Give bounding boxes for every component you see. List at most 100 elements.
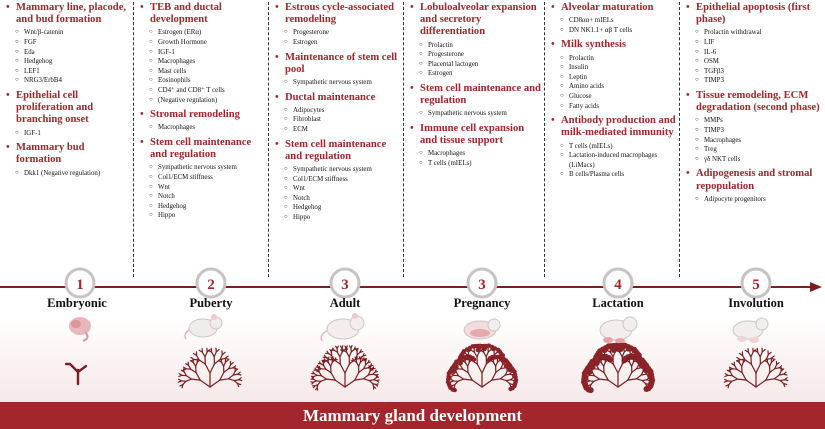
bullet-icon: • (6, 89, 10, 101)
section-heading: •Antibody production and milk-mediated i… (551, 115, 677, 139)
duct-branch (635, 378, 643, 382)
duct-branch (372, 367, 376, 370)
duct-branch (201, 351, 206, 358)
duct-branch (750, 351, 754, 358)
regulation-section: •Adipogenesis and stromal repopulationAd… (686, 168, 823, 204)
duct-branch (504, 373, 511, 376)
duct-branch (344, 379, 356, 388)
section-heading-text: Epithelial cell proliferation and branch… (16, 89, 94, 126)
factor-item: LEF1 (15, 67, 131, 77)
factor-item: Hippo (284, 213, 401, 223)
duct-branch (457, 375, 465, 380)
duct-branch (230, 361, 234, 366)
duct-branch (747, 351, 752, 358)
factor-item: Prolactin (419, 41, 542, 51)
stage-label-pregnancy: Pregnancy (453, 296, 511, 310)
regulation-section: •Mammary line, placode, and bud formatio… (6, 2, 131, 86)
factor-list: Prolactin withdrawalLIFIL-6OSMTGFβ3TIMP3 (686, 28, 823, 86)
timeline (0, 282, 822, 292)
duct-branch (187, 364, 192, 370)
factor-list: Sympathetic nervous system (410, 109, 542, 119)
section-heading-text: Maintenance of stem cell pool (285, 51, 398, 75)
duct-branch (204, 351, 208, 358)
lactating-mouse-icon (599, 316, 638, 344)
duct-branch (736, 368, 743, 374)
factor-item: Hedgehog (284, 203, 401, 213)
bullet-icon: • (410, 2, 414, 13)
duct-branch (476, 351, 480, 358)
bullet-icon: • (686, 89, 690, 101)
bullet-icon: • (410, 82, 414, 94)
stage-column-pregnancy: •Lobuloalveolar expansion and secretory … (404, 2, 544, 270)
duct-branch (191, 378, 201, 381)
factor-item: Macrophages (149, 123, 266, 133)
duct-branch (779, 379, 785, 385)
embryonic-mammary-bud-icon (64, 362, 88, 386)
duct-branch (209, 379, 221, 388)
factor-item: Hedgehog (15, 57, 131, 67)
factor-item: Wnt (284, 184, 401, 194)
adult-mouse-icon (320, 313, 365, 342)
duct-branch (320, 375, 328, 380)
factor-item: γδ NKT cells (695, 155, 823, 165)
stage-number: 5 (752, 277, 760, 293)
factor-item: OSM (695, 57, 823, 67)
stage-illustrations (64, 313, 789, 394)
factor-item: ECM (284, 125, 401, 135)
alveolus (500, 353, 505, 358)
factor-item: Lactation-induced macrophages (LiMacs) (560, 151, 677, 170)
factor-item: CD4⁺ and CD8⁺ T cells (149, 86, 266, 96)
factor-list: Adipocyte progenitors (686, 195, 823, 205)
bullet-icon: • (686, 168, 690, 180)
regulation-section: •Milk synthesisProlactinInsulinLeptinAmi… (551, 39, 677, 111)
duct-branch (325, 368, 332, 374)
section-heading: • Epithelial cell proliferation and branc… (6, 90, 131, 127)
duct-branch (192, 361, 197, 367)
stage-label-involution: Involution (728, 296, 784, 310)
duct-branch (350, 344, 353, 349)
duct-branch (350, 348, 355, 353)
section-heading-text: Milk synthesis (561, 39, 627, 51)
duct-branch (491, 378, 501, 381)
duct-branch (467, 371, 473, 381)
duct-branch (603, 354, 608, 361)
section-heading-text: Stromal remodeling (150, 109, 240, 121)
regulation-section: •TEB and ductal developmentEstrogen (ERα… (140, 2, 266, 105)
bullet-icon: • (551, 115, 555, 127)
bullet-icon: • (6, 2, 10, 13)
stage-marker-5: 4 (602, 267, 634, 299)
section-heading: •Ductal maintenance (275, 92, 401, 104)
duct-branch (609, 351, 614, 358)
bullet-icon: • (275, 2, 279, 13)
duct-branch (219, 357, 226, 361)
duct-branch (368, 379, 374, 385)
duct-branch (500, 363, 504, 370)
duct-branch (358, 361, 362, 367)
factor-item: Sympathetic nervous system (419, 109, 542, 119)
duct-branch (778, 373, 785, 376)
stage-number: 3 (478, 277, 486, 293)
figure-title: Mammary gland development (0, 402, 825, 429)
section-heading-text: Mammary bud formation (16, 142, 85, 166)
duct-branch (741, 361, 745, 367)
duct-branch (779, 379, 786, 382)
duct-branch (224, 359, 229, 363)
section-heading: •Lobuloalveolar expansion and secretory … (410, 2, 542, 39)
duct-branch (493, 351, 498, 356)
factor-item: Adipocyte progenitors (695, 195, 823, 205)
factor-item: CD8αα+ mIELs (560, 16, 677, 26)
factor-item: Macrophages (695, 136, 823, 146)
bullet-icon: • (6, 142, 10, 154)
duct-branch (223, 368, 230, 374)
factor-item: Wnt/β-catenin (15, 28, 131, 38)
duct-branch (320, 378, 328, 382)
factor-item: Sympathetic nervous system (149, 163, 266, 173)
section-heading: •Tissue remodeling, ECM degradation (sec… (686, 90, 823, 114)
duct-branch (234, 368, 239, 372)
duct-branch (213, 351, 217, 358)
duct-branch (601, 358, 608, 361)
illustration-band (0, 318, 825, 402)
duct-branch (341, 347, 344, 351)
factor-item: TGFβ3 (695, 67, 823, 77)
factor-item: LIF (695, 38, 823, 48)
